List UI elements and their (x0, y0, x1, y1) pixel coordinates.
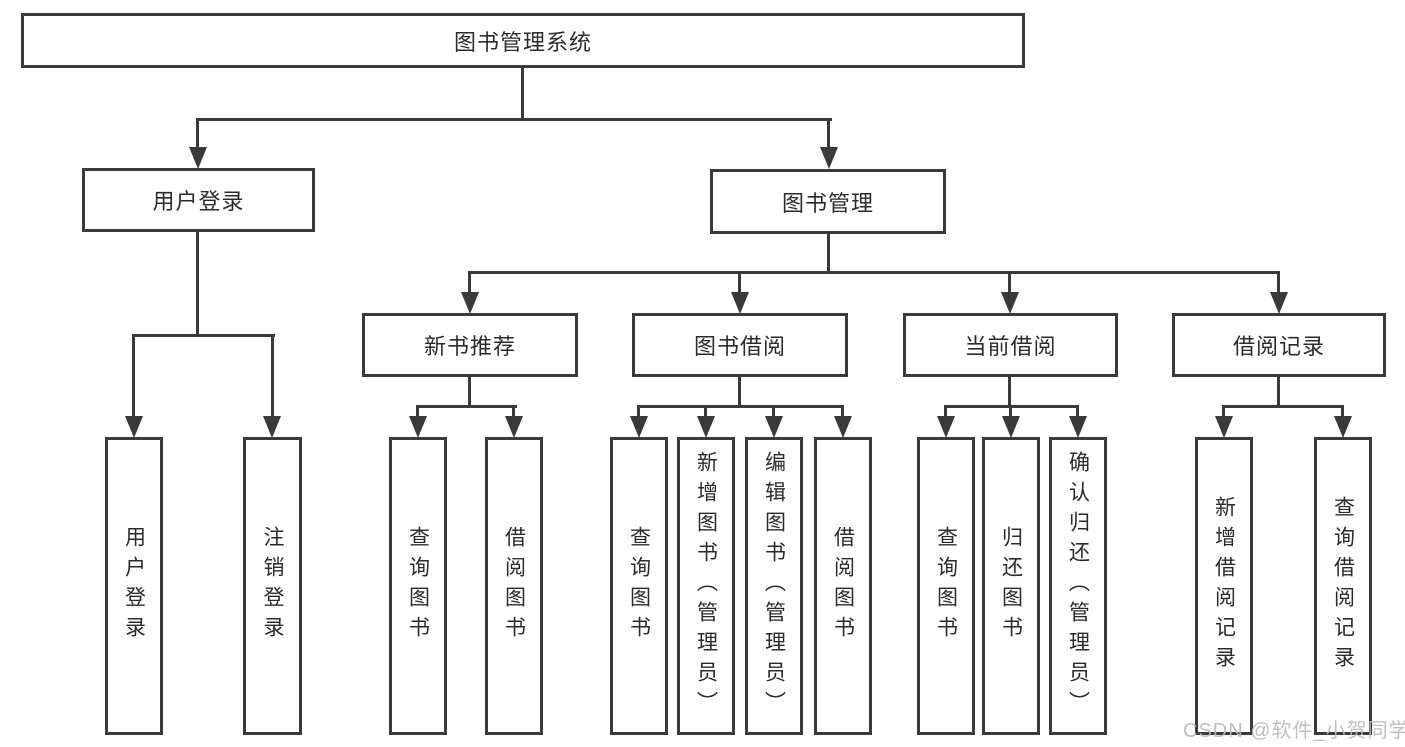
node-book-management-label: 图书管理 (781, 190, 874, 216)
leaf-logout: 注销登录 (243, 437, 302, 735)
leaf-add-borrow-record: 新增借阅记录 (1195, 437, 1253, 735)
node-book-borrow-label: 图书借阅 (693, 334, 786, 359)
leaf-edit-book-admin: 编辑图书（管理员） (745, 437, 803, 735)
connector-line (132, 334, 135, 418)
connector-line (1009, 405, 1012, 420)
connector-line (512, 405, 515, 420)
leaf-confirm-return-admin-label: 确认归还（管理员） (1066, 451, 1090, 721)
node-book-borrow: 图书借阅 (632, 313, 848, 377)
arrowhead-down-icon (263, 416, 281, 438)
connector-line (468, 271, 471, 296)
leaf-user-login-label: 用户登录 (122, 526, 146, 646)
connector-line (704, 405, 707, 420)
node-new-book-recommend: 新书推荐 (362, 313, 578, 377)
node-root-label: 图书管理系统 (453, 29, 592, 55)
arrowhead-down-icon (834, 416, 852, 438)
csdn-watermark: CSDN @软件_小贺同学 (1183, 720, 1405, 742)
leaf-return-books: 归还图书 (982, 437, 1040, 735)
node-current-borrow-label: 当前借阅 (964, 334, 1057, 359)
connector-line (132, 334, 275, 337)
connector-line (637, 405, 844, 408)
connector-line (468, 271, 1280, 274)
leaf-add-book-admin: 新增图书（管理员） (677, 437, 735, 735)
connector-line (1076, 405, 1079, 420)
connector-line (738, 271, 741, 296)
leaf-query-borrow-record: 查询借阅记录 (1314, 437, 1372, 735)
connector-line (1277, 271, 1280, 296)
connector-line (468, 377, 471, 408)
connector-line (271, 334, 274, 418)
connector-line (196, 118, 199, 152)
arrowhead-down-icon (461, 292, 479, 314)
arrowhead-down-icon (1215, 416, 1233, 438)
leaf-edit-book-admin-label: 编辑图书（管理员） (762, 451, 786, 721)
connector-line (637, 405, 640, 420)
arrowhead-down-icon (765, 416, 783, 438)
connector-line (1222, 405, 1225, 420)
leaf-add-book-admin-label: 新增图书（管理员） (694, 451, 718, 721)
leaf-query-books-3: 查询图书 (917, 437, 975, 735)
connector-line (1277, 377, 1280, 408)
arrowhead-down-icon (820, 147, 838, 169)
connector-line (738, 377, 741, 408)
node-current-borrow: 当前借阅 (903, 313, 1118, 377)
arrowhead-down-icon (1002, 416, 1020, 438)
leaf-query-books-3-label: 查询图书 (934, 526, 958, 646)
arrowhead-down-icon (1334, 416, 1352, 438)
leaf-borrow-books-2: 借阅图书 (814, 437, 872, 735)
connector-line (1008, 377, 1011, 408)
node-user-login: 用户登录 (82, 168, 315, 232)
node-new-book-recommend-label: 新书推荐 (423, 334, 516, 359)
node-root-library-system: 图书管理系统 (21, 13, 1025, 68)
connector-line (1341, 405, 1344, 420)
leaf-query-books-1: 查询图书 (389, 437, 447, 735)
leaf-query-books-2-label: 查询图书 (627, 526, 651, 646)
connector-line (944, 405, 947, 420)
arrowhead-down-icon (409, 416, 427, 438)
connector-line (416, 405, 517, 408)
connector-line (1008, 271, 1011, 296)
connector-line (1222, 405, 1344, 408)
leaf-query-books-1-label: 查询图书 (406, 526, 430, 646)
leaf-return-books-label: 归还图书 (999, 526, 1023, 646)
connector-line (521, 68, 524, 121)
connector-line (827, 234, 830, 274)
connector-line (827, 118, 830, 152)
arrowhead-down-icon (1270, 292, 1288, 314)
arrowhead-down-icon (1069, 416, 1087, 438)
node-book-management: 图书管理 (710, 169, 946, 234)
arrowhead-down-icon (630, 416, 648, 438)
node-borrow-record-label: 借阅记录 (1232, 334, 1325, 359)
arrowhead-down-icon (937, 416, 955, 438)
arrowhead-down-icon (505, 416, 523, 438)
connector-line (841, 405, 844, 420)
arrowhead-down-icon (189, 147, 207, 169)
leaf-confirm-return-admin: 确认归还（管理员） (1049, 437, 1107, 735)
connector-line (416, 405, 419, 420)
arrowhead-down-icon (697, 416, 715, 438)
leaf-add-borrow-record-label: 新增借阅记录 (1212, 496, 1236, 676)
node-borrow-record: 借阅记录 (1172, 313, 1386, 377)
leaf-query-books-2: 查询图书 (610, 437, 668, 735)
leaf-borrow-books-1: 借阅图书 (485, 437, 543, 735)
arrowhead-down-icon (125, 416, 143, 438)
leaf-user-login: 用户登录 (105, 437, 163, 735)
leaf-borrow-books-1-label: 借阅图书 (502, 526, 526, 646)
connector-line (196, 118, 832, 121)
leaf-logout-label: 注销登录 (261, 526, 284, 646)
connector-line (196, 232, 199, 337)
node-user-login-label: 用户登录 (152, 189, 245, 214)
leaf-borrow-books-2-label: 借阅图书 (831, 526, 855, 646)
connector-line (772, 405, 775, 420)
arrowhead-down-icon (731, 292, 749, 314)
leaf-query-borrow-record-label: 查询借阅记录 (1331, 496, 1355, 676)
arrowhead-down-icon (1001, 292, 1019, 314)
